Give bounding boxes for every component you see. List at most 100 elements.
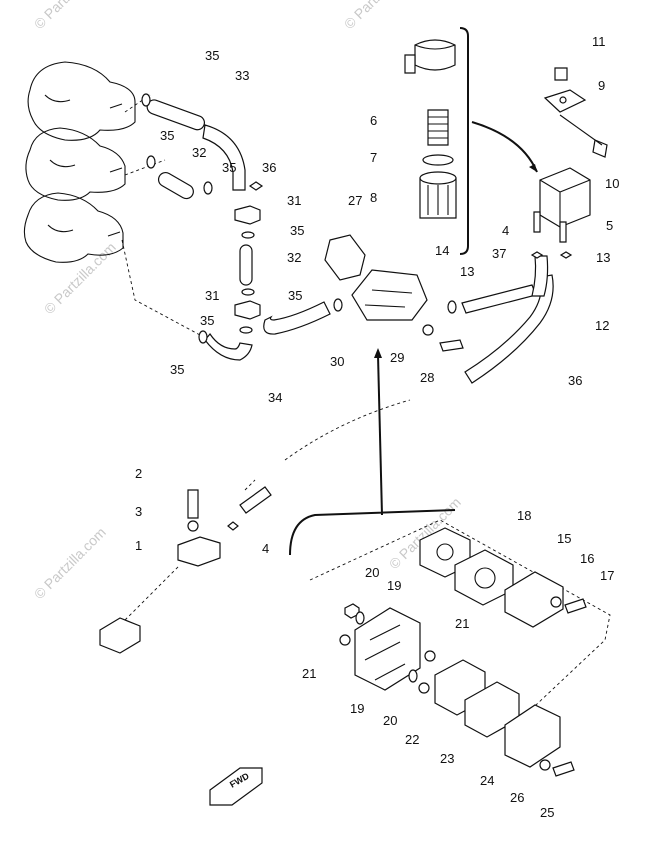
fuel-pump-14 [351, 269, 428, 321]
part-label-10: 10 [605, 176, 619, 191]
clip-35-a [141, 93, 151, 107]
part-label-13: 13 [460, 264, 474, 279]
washer-3 [187, 520, 199, 532]
part-label-37: 37 [492, 246, 506, 261]
filter-nipple-left [533, 211, 541, 233]
part-label-35: 35 [290, 223, 304, 238]
part-label-4: 4 [502, 223, 509, 238]
filter-stack [404, 27, 538, 255]
part-label-21: 21 [455, 616, 469, 631]
hose-33 [146, 99, 206, 131]
bolt-25 [552, 761, 575, 777]
watermark-2: © Partzilla.com [341, 0, 419, 32]
clip-35-b [146, 155, 156, 169]
part-label-22: 22 [405, 732, 419, 747]
valve-1 [177, 536, 221, 567]
hose-34 [204, 332, 253, 361]
clip-35-e [241, 288, 255, 296]
part-label-32: 32 [192, 145, 206, 160]
part-label-21: 21 [302, 666, 316, 681]
filter-bracket [459, 27, 469, 255]
filter-housing-5 [539, 167, 591, 228]
part-label-36: 36 [568, 373, 582, 388]
tee-31-lower [234, 300, 261, 320]
bolt-2 [187, 489, 199, 519]
part-label-34: 34 [268, 390, 282, 405]
clip-35-f [239, 326, 253, 334]
part-label-11: 11 [592, 34, 606, 49]
part-label-7: 7 [370, 150, 377, 165]
diamond-36 [248, 181, 264, 191]
part-label-31: 31 [287, 193, 301, 208]
part-label-25: 25 [540, 805, 554, 820]
nut-21-right [424, 650, 436, 662]
washer-26 [539, 759, 551, 771]
part-label-31: 31 [205, 288, 219, 303]
part-label-15: 15 [557, 531, 571, 546]
hose-32-upper [157, 171, 194, 200]
part-label-9: 9 [598, 78, 605, 93]
filter-cap [414, 39, 456, 71]
part-label-8: 8 [370, 190, 377, 205]
cover-24 [504, 704, 561, 768]
o-ring-7 [422, 154, 454, 166]
part-label-27: 27 [348, 193, 362, 208]
hose-30 [263, 301, 331, 335]
bolt-28 [439, 339, 464, 352]
part-label-20: 20 [383, 713, 397, 728]
part-label-2: 2 [135, 466, 142, 481]
part-label-35: 35 [200, 313, 214, 328]
part-label-5: 5 [606, 218, 613, 233]
plate-15 [504, 571, 564, 628]
part-label-3: 3 [135, 504, 142, 519]
primer-assembly [99, 486, 272, 654]
part-label-35: 35 [205, 48, 219, 63]
clip-35-c [203, 181, 213, 195]
filter-nipple [404, 54, 416, 74]
part-label-35: 35 [160, 128, 174, 143]
part-label-29: 29 [390, 350, 404, 365]
pump-exploded [339, 527, 587, 777]
part-label-13: 13 [596, 250, 610, 265]
connector-37 [461, 284, 537, 314]
part-label-14: 14 [435, 243, 449, 258]
filter-nipple-right [559, 221, 567, 243]
part-label-26: 26 [510, 790, 524, 805]
hose-32-lower [239, 244, 253, 286]
part-label-6: 6 [370, 113, 377, 128]
part-label-30: 30 [330, 354, 344, 369]
part-label-35: 35 [288, 288, 302, 303]
clip-35-d [241, 231, 255, 239]
watermark-1: © Partzilla.com [31, 0, 109, 32]
part-label-23: 23 [440, 751, 454, 766]
diamond-4-lower [227, 521, 239, 531]
part-label-19: 19 [350, 701, 364, 716]
part-label-28: 28 [420, 370, 434, 385]
washer-16 [550, 596, 562, 608]
spring-6 [427, 109, 449, 146]
nut-21-left [339, 634, 351, 646]
diamond-4 [530, 251, 544, 259]
bracket-hole [559, 96, 567, 104]
diamond-13 [559, 251, 573, 259]
center-arrow [289, 348, 456, 556]
fwd-badge: FWD [209, 767, 263, 806]
part-label-16: 16 [580, 551, 594, 566]
part-label-1: 1 [135, 538, 142, 553]
assembly-arrow [471, 121, 538, 173]
watermark-5: © Partzilla.com [31, 524, 109, 602]
check-20-lower [418, 682, 430, 694]
nut-11 [554, 67, 568, 81]
part-label-19: 19 [387, 578, 401, 593]
seal-19 [355, 611, 365, 625]
engine-outline [23, 61, 136, 263]
element-8-top [419, 171, 457, 185]
part-label-17: 17 [600, 568, 614, 583]
part-label-35: 35 [170, 362, 184, 377]
ring-13 [447, 300, 457, 314]
hose-lower [239, 486, 272, 514]
part-label-24: 24 [480, 773, 494, 788]
hose-33-bend [202, 124, 246, 191]
